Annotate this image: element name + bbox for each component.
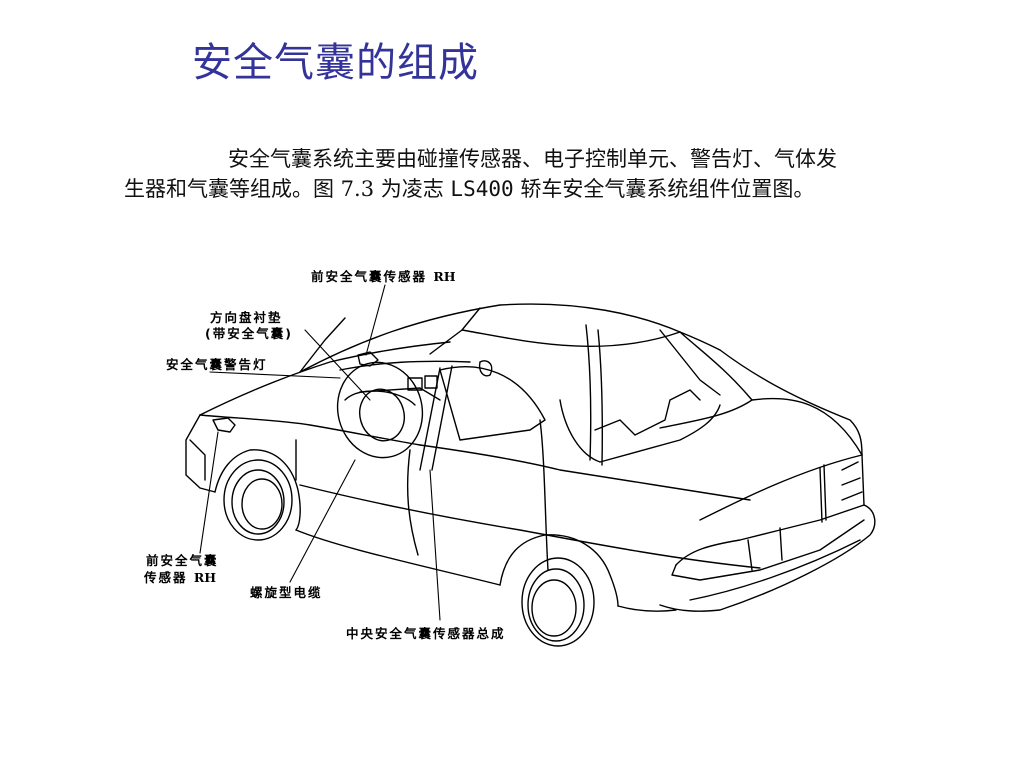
label-steering-wheel-pad-note: (带安全气囊) bbox=[205, 326, 293, 341]
body-paragraph: 安全气囊系统主要由碰撞传感器、电子控制单元、警告灯、气体发 生器和气囊等组成。图… bbox=[124, 144, 944, 204]
label-steering-wheel-pad: 方向盘衬垫 bbox=[210, 310, 283, 325]
label-spiral-cable: 螺旋型电缆 bbox=[250, 585, 323, 600]
car-model: LS400 bbox=[450, 177, 514, 201]
label-text: 前安全气囊传感器 bbox=[311, 269, 428, 284]
paragraph-line-2-end: 轿车安全气囊系统组件位置图。 bbox=[513, 177, 815, 201]
label-center-airbag-sensor-assembly: 中央安全气囊传感器总成 bbox=[346, 626, 506, 641]
label-suffix: RH bbox=[193, 570, 217, 585]
label-front-airbag-sensor-rh-top: 前安全气囊传感器 RH bbox=[311, 269, 456, 285]
label-front-airbag-sensor-rh-left-2: 传感器 RH bbox=[144, 570, 216, 586]
page-title: 安全气囊的组成 bbox=[192, 40, 479, 86]
label-suffix: RH bbox=[433, 269, 456, 284]
label-front-airbag-sensor-rh-left: 前安全气囊 bbox=[146, 553, 219, 568]
paragraph-line-2-start: 生器和气囊等组成。图 7.3 为凌志 bbox=[124, 177, 451, 201]
label-airbag-warning-lamp: 安全气囊警告灯 bbox=[166, 357, 268, 372]
label-text: 传感器 bbox=[144, 570, 188, 585]
paragraph-line-1: 安全气囊系统主要由碰撞传感器、电子控制单元、警告灯、气体发 bbox=[228, 147, 837, 171]
